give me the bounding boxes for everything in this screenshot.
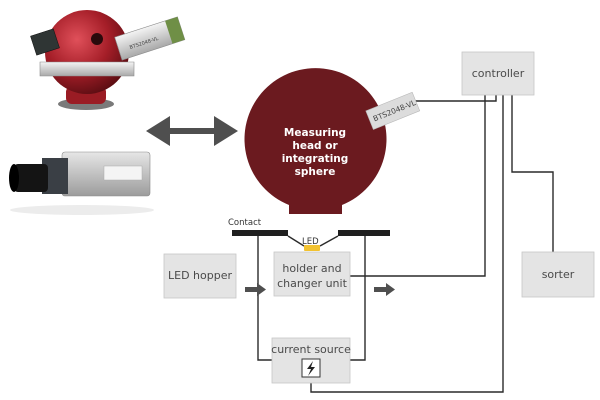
flow-arrow-hopper-to-holder [245, 283, 266, 296]
led-hopper-label: LED hopper [168, 269, 232, 282]
measuring-head-sphere: Measuring head or integrating sphere [244, 68, 387, 214]
controller-box: controller [461, 51, 535, 96]
line-contact-left-wire [257, 236, 272, 361]
line-contact-right-wire [350, 236, 366, 361]
camera-product-image [9, 151, 154, 215]
sphere-body [45, 10, 129, 94]
contact-bar-left [232, 230, 288, 236]
contact-bars [232, 230, 390, 236]
sphere-port [91, 33, 103, 45]
sphere-label-line-3: integrating [282, 153, 349, 165]
camera-lens-front [9, 164, 19, 192]
sorter-box: sorter [521, 251, 595, 298]
led-label: LED [302, 237, 319, 247]
line-spectrometer-controller [415, 95, 497, 102]
contact-bar-right [338, 230, 390, 236]
sphere-label-line-1: Measuring [284, 127, 346, 139]
camera-label-plate [103, 165, 143, 181]
sphere-side-block [30, 28, 60, 56]
line-controller-sorter [511, 95, 554, 252]
lightning-icon [307, 361, 315, 376]
current-source-label: current source [271, 343, 351, 356]
sphere-ring [39, 61, 135, 77]
connection-lines [257, 95, 554, 393]
led-hopper-box: LED hopper [163, 253, 237, 299]
double-arrow-right-head [214, 116, 238, 146]
line-controller-current-source [310, 95, 504, 393]
sorter-label: sorter [542, 268, 575, 281]
current-source-box: current source [271, 337, 351, 384]
camera-lens [14, 164, 48, 192]
integrating-sphere-product-image: BTS2048-VL [30, 10, 186, 110]
sphere-label-line-2: head or [292, 140, 338, 152]
holder-changer-box: holder and changer unit [273, 251, 351, 297]
spectrometer-device: BTS2048-VL [114, 16, 186, 61]
holder-label-line-2: changer unit [277, 277, 348, 290]
double-arrow-left-head [146, 116, 170, 146]
sphere-circle [244, 68, 387, 214]
holder-label-line-1: holder and [282, 262, 341, 275]
sphere-label-line-4: sphere [295, 166, 336, 178]
led-pin-right [319, 235, 339, 247]
led-chip [304, 245, 320, 251]
contact-label: Contact [228, 218, 262, 228]
spectrometer-tag: BTS2048-VL [365, 91, 421, 130]
led-pin-left [287, 235, 305, 247]
line-holder-controller [350, 95, 486, 277]
double-arrow [146, 116, 238, 146]
camera-shadow [10, 205, 154, 215]
controller-label: controller [472, 67, 525, 80]
flow-arrow-holder-to-sorter [374, 283, 395, 296]
